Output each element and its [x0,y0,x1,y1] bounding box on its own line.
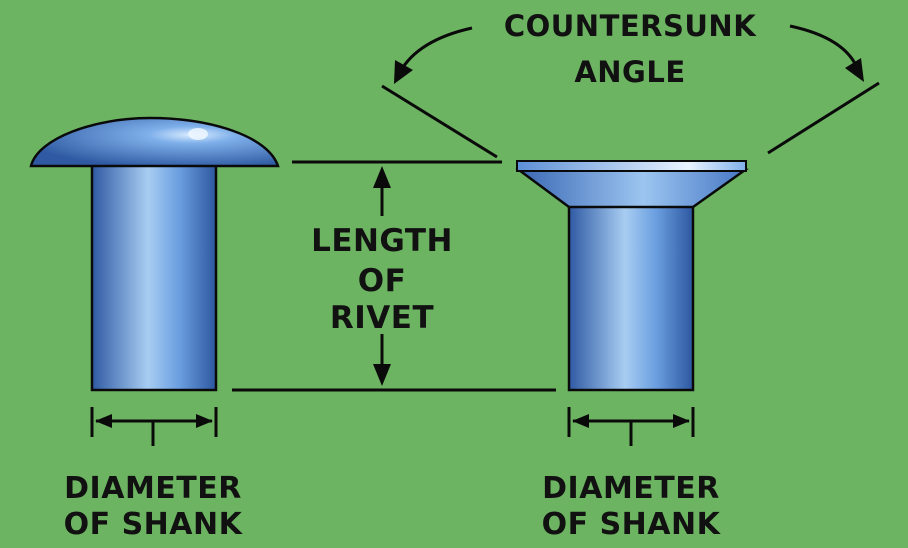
round-head-rivet [29,116,280,392]
right-diameter-label-line1: DIAMETER [542,471,720,506]
angle-left-extension-line [381,84,498,159]
left-diameter-dimension [90,407,218,446]
length-label-line3: RIVET [329,300,435,336]
right-diameter-dimension [567,407,695,446]
countersunk-rivet-shank [567,203,695,392]
length-arrow-down-icon [373,364,391,386]
countersunk-label-line2: ANGLE [574,55,686,89]
dome-highlight [188,128,208,140]
left-diameter-arrow-right-icon [196,414,213,428]
round-head-rivet-shank [90,160,218,392]
left-diameter-label-line1: DIAMETER [64,471,242,506]
round-head-rivet-dome [29,116,280,168]
right-diameter-arrow-right-icon [673,414,690,428]
length-label-line2: OF [357,263,407,299]
angle-right-arc [789,24,860,71]
countersunk-angle-dimension [381,24,880,159]
countersunk-label-line1: COUNTERSUNK [503,9,757,43]
angle-left-arc [398,26,473,73]
angle-right-arrowhead-icon [845,58,864,82]
left-diameter-arrow-left-icon [95,414,112,428]
countersunk-rivet-head [515,168,749,209]
countersunk-rivet [515,160,749,392]
angle-left-arrowhead-icon [394,60,413,84]
left-diameter-label-line2: OF SHANK [63,507,243,542]
length-label-line1: LENGTH [311,223,453,259]
length-arrow-up-icon [373,166,391,188]
angle-right-extension-line [767,81,880,155]
right-diameter-arrow-left-icon [572,414,589,428]
countersunk-rivet-top-face [516,160,747,172]
length-dimension [232,160,556,392]
right-diameter-label-line2: OF SHANK [541,507,721,542]
